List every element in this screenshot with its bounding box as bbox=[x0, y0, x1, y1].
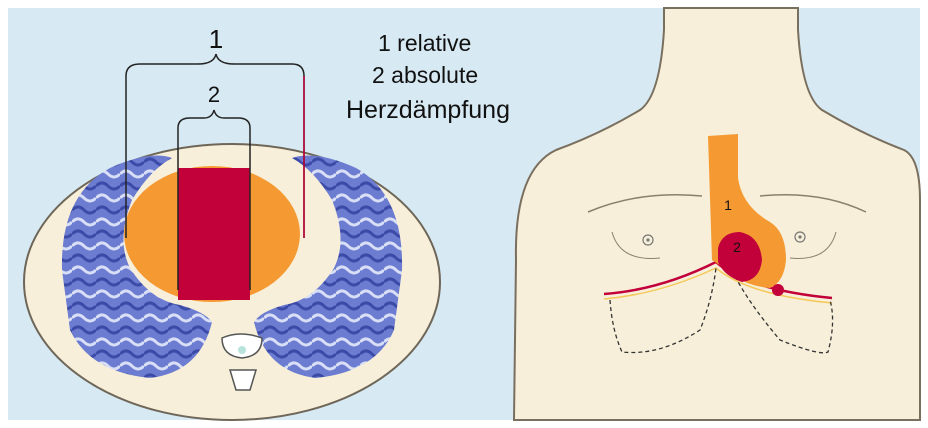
heart-absolute-dullness bbox=[178, 168, 250, 300]
torso-zone-label-relative: 1 bbox=[724, 197, 732, 213]
diagram-title: Herzdämpfung bbox=[346, 96, 510, 125]
bracket-outer-label: 1 bbox=[209, 24, 223, 54]
torso-zone-label-absolute: 2 bbox=[733, 239, 741, 255]
apex-beat-marker bbox=[772, 284, 784, 296]
legend-relative: 1 relative bbox=[378, 30, 471, 57]
bracket-inner-label: 2 bbox=[208, 82, 220, 107]
legend-absolute: 2 absolute bbox=[372, 62, 478, 89]
